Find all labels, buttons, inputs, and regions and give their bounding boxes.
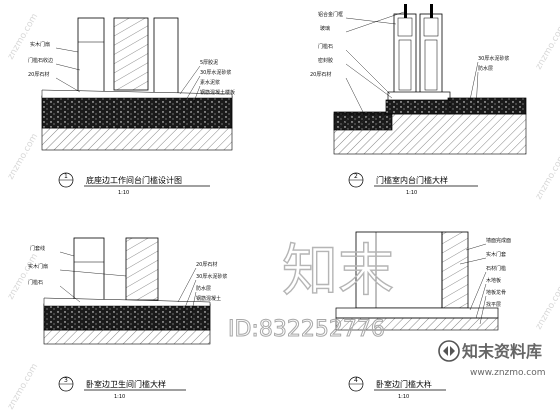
annotation-label: 20厚石材 bbox=[310, 71, 331, 78]
annotation-label: 门槛石收边 bbox=[28, 57, 53, 64]
side-watermark-text: znzmo.com bbox=[6, 12, 40, 61]
wall-block bbox=[153, 17, 179, 99]
annotation-label: 防水层 bbox=[478, 65, 493, 72]
detail-number: 2 bbox=[354, 173, 358, 180]
watermark-logo-text: 知末 bbox=[282, 239, 394, 304]
detail-4: 墙面完成面 实木门套 石材门槛 木地板 地板龙骨 找平层 4 卧室边门槛大样 1… bbox=[335, 231, 511, 400]
center-watermark: 知末 ID:832252776 bbox=[228, 238, 395, 342]
annotation-label: 实木门套 bbox=[486, 251, 506, 258]
annotation-label: 20厚石材 bbox=[28, 71, 49, 78]
detail-4-caption: 4 卧室边门槛大样 1:10 bbox=[348, 376, 446, 400]
detail-3-caption: 3 卧室边卫生间门槛大样 1:10 bbox=[58, 376, 186, 400]
detail-title: 卧室边门槛大样 bbox=[376, 379, 432, 389]
detail-number: 1 bbox=[64, 173, 68, 180]
annotation-label: 门套线 bbox=[30, 245, 45, 252]
annotation-label: 门槛石 bbox=[28, 279, 43, 286]
glass-pane bbox=[404, 4, 407, 18]
detail-number: 4 bbox=[354, 377, 358, 384]
annotation-label: 钢筋混凝土 bbox=[196, 295, 221, 302]
detail-4-annotations: 墙面完成面 实木门套 石材门槛 木地板 地板龙骨 找平层 bbox=[459, 237, 511, 325]
annotation-label: 门槛石 bbox=[318, 43, 333, 50]
detail-2-caption: 2 门槛室内台门槛大样 1:10 bbox=[348, 172, 478, 196]
detail-number: 3 bbox=[64, 377, 68, 384]
concrete-slab bbox=[333, 113, 527, 155]
annotation-label: 玻璃 bbox=[320, 25, 330, 32]
annotation-label: 钢筋混凝土楼板 bbox=[200, 89, 235, 96]
brand-badge: 知末资料库 www.znzmo.com bbox=[430, 334, 558, 384]
annotation-label: 铝合金门框 bbox=[318, 11, 343, 18]
annotation-label: 5厚胶泥 bbox=[200, 59, 218, 66]
annotation-label: 30厚水泥砂浆 bbox=[478, 55, 509, 62]
door-leaf-wood bbox=[125, 237, 159, 301]
side-watermark-text: znzmo.com bbox=[6, 132, 40, 181]
side-watermark-text: znzmo.com bbox=[534, 152, 560, 201]
brand-url: www.znzmo.com bbox=[470, 368, 545, 378]
side-watermark-text: znzmo.com bbox=[6, 252, 40, 301]
concrete-slab bbox=[41, 127, 233, 151]
door-leaf-wood bbox=[441, 231, 469, 309]
door-leaf-wood bbox=[113, 17, 149, 91]
detail-title: 卧室边卫生间门槛大样 bbox=[86, 379, 166, 389]
watermark-id: ID:832252776 bbox=[228, 317, 385, 342]
annotation-label: 实木门扇 bbox=[30, 41, 50, 48]
annotation-label: 20厚石材 bbox=[196, 261, 217, 268]
annotation-label: 木地板 bbox=[486, 277, 501, 284]
annotation-label: 找平层 bbox=[486, 301, 501, 308]
glass-pane bbox=[430, 4, 433, 18]
annotation-label: 30厚水泥砂浆 bbox=[200, 69, 231, 76]
annotation-label: 实木门扇 bbox=[28, 263, 48, 270]
annotation-label: 30厚水泥砂浆 bbox=[196, 273, 227, 280]
detail-scale: 1:10 bbox=[398, 394, 409, 400]
detail-3-annotations: 门套线 实木门扇 门槛石 20厚石材 30厚水泥砂浆 防水层 钢筋混凝土 bbox=[28, 245, 227, 321]
finish-layer bbox=[43, 297, 211, 307]
detail-1-caption: 1 底座边工作间台门槛设计图 1:10 bbox=[58, 172, 210, 196]
side-watermark-text: znzmo.com bbox=[534, 282, 560, 331]
detail-2: 铝合金门框 玻璃 门槛石 密封胶 20厚石材 30厚水泥砂浆 防水层 2 门槛室… bbox=[310, 4, 527, 196]
threshold-stone bbox=[41, 95, 233, 129]
annotation-label: 地板龙骨 bbox=[486, 289, 506, 296]
finish-stone-right bbox=[447, 97, 527, 115]
detail-title: 门槛室内台门槛大样 bbox=[376, 175, 448, 185]
detail-2-annotations: 铝合金门框 玻璃 门槛石 密封胶 20厚石材 30厚水泥砂浆 防水层 bbox=[310, 11, 509, 115]
floor-boards bbox=[335, 317, 499, 331]
annotation-label: 石材门槛 bbox=[486, 265, 506, 272]
detail-title: 底座边工作间台门槛设计图 bbox=[86, 175, 182, 185]
brand-name: 知末资料库 bbox=[462, 342, 542, 361]
detail-scale: 1:10 bbox=[406, 190, 417, 196]
door-jamb bbox=[73, 237, 105, 305]
detail-3: 门套线 实木门扇 门槛石 20厚石材 30厚水泥砂浆 防水层 钢筋混凝土 3 卧… bbox=[28, 237, 227, 400]
annotation-label: 墙面完成面 bbox=[486, 237, 511, 244]
annotation-label: 防水层 bbox=[196, 285, 211, 292]
finish-layer bbox=[41, 89, 233, 99]
side-watermark-text: znzmo.com bbox=[6, 362, 40, 411]
brand-logo-icon bbox=[438, 340, 460, 362]
threshold-stone bbox=[43, 303, 211, 331]
side-watermark-text: znzmo.com bbox=[534, 22, 560, 71]
annotation-label: 素水泥浆 bbox=[200, 79, 220, 86]
detail-1: 实木门扇 门槛石收边 20厚石材 5厚胶泥 30厚水泥砂浆 素水泥浆 钢筋混凝土… bbox=[28, 17, 235, 196]
annotation-label: 密封胶 bbox=[318, 57, 333, 64]
door-jamb bbox=[77, 17, 105, 99]
detail-1-annotations: 实木门扇 门槛石收边 20厚石材 5厚胶泥 30厚水泥砂浆 素水泥浆 钢筋混凝土… bbox=[28, 41, 235, 113]
detail-scale: 1:10 bbox=[118, 190, 129, 196]
screed-layer bbox=[385, 99, 451, 115]
detail-scale: 1:10 bbox=[114, 394, 125, 400]
concrete-slab bbox=[43, 329, 211, 345]
